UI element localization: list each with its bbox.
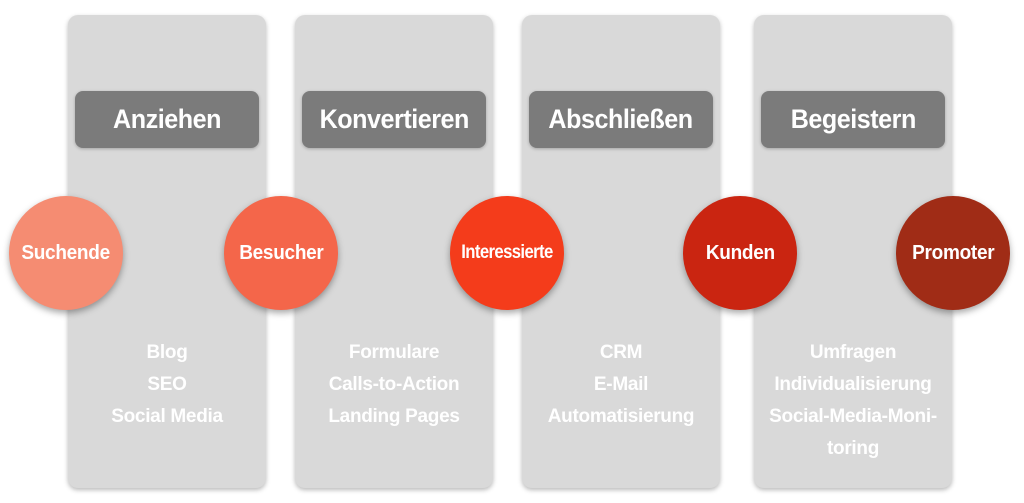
tool-item: Blog [146, 342, 188, 363]
stage-title: Begeistern [790, 104, 916, 134]
stage-header-konvertieren: Konvertieren [302, 91, 486, 148]
audience-label: Promoter [911, 241, 995, 264]
tool-item: CRM [599, 342, 643, 363]
stage-header-anziehen: Anziehen [75, 91, 259, 148]
audience-circle-suchende: Suchende [9, 196, 123, 310]
stage-header-abschliessen: Abschließen [529, 91, 713, 148]
tool-item: Umfragen [809, 342, 897, 363]
audience-label: Interessierte [461, 242, 553, 263]
stage-header-begeistern: Begeistern [761, 91, 945, 148]
tool-item: Calls-to-Action [328, 374, 460, 395]
tool-item: Landing Pages [328, 406, 460, 427]
stage-title: Anziehen [113, 104, 221, 134]
tool-item: Individualisierung [774, 374, 932, 395]
stage-title: Konvertieren [319, 104, 469, 134]
tool-item: E-Mail [593, 374, 649, 395]
tool-item: Social-Media-Moni- toring [769, 406, 937, 459]
audience-circle-interessierte: Interessierte [450, 196, 564, 310]
tool-item: Automatisierung [547, 406, 695, 427]
audience-label: Besucher [238, 241, 324, 264]
audience-label: Suchende [21, 241, 111, 264]
tool-item: Formulare [348, 342, 440, 363]
tool-item: Social Media [111, 406, 223, 427]
audience-label: Kunden [705, 241, 775, 264]
audience-circle-promoter: Promoter [896, 196, 1010, 310]
audience-circle-kunden: Kunden [683, 196, 797, 310]
tool-item: SEO [147, 374, 187, 395]
stage-title: Abschließen [548, 104, 694, 134]
audience-circle-besucher: Besucher [224, 196, 338, 310]
